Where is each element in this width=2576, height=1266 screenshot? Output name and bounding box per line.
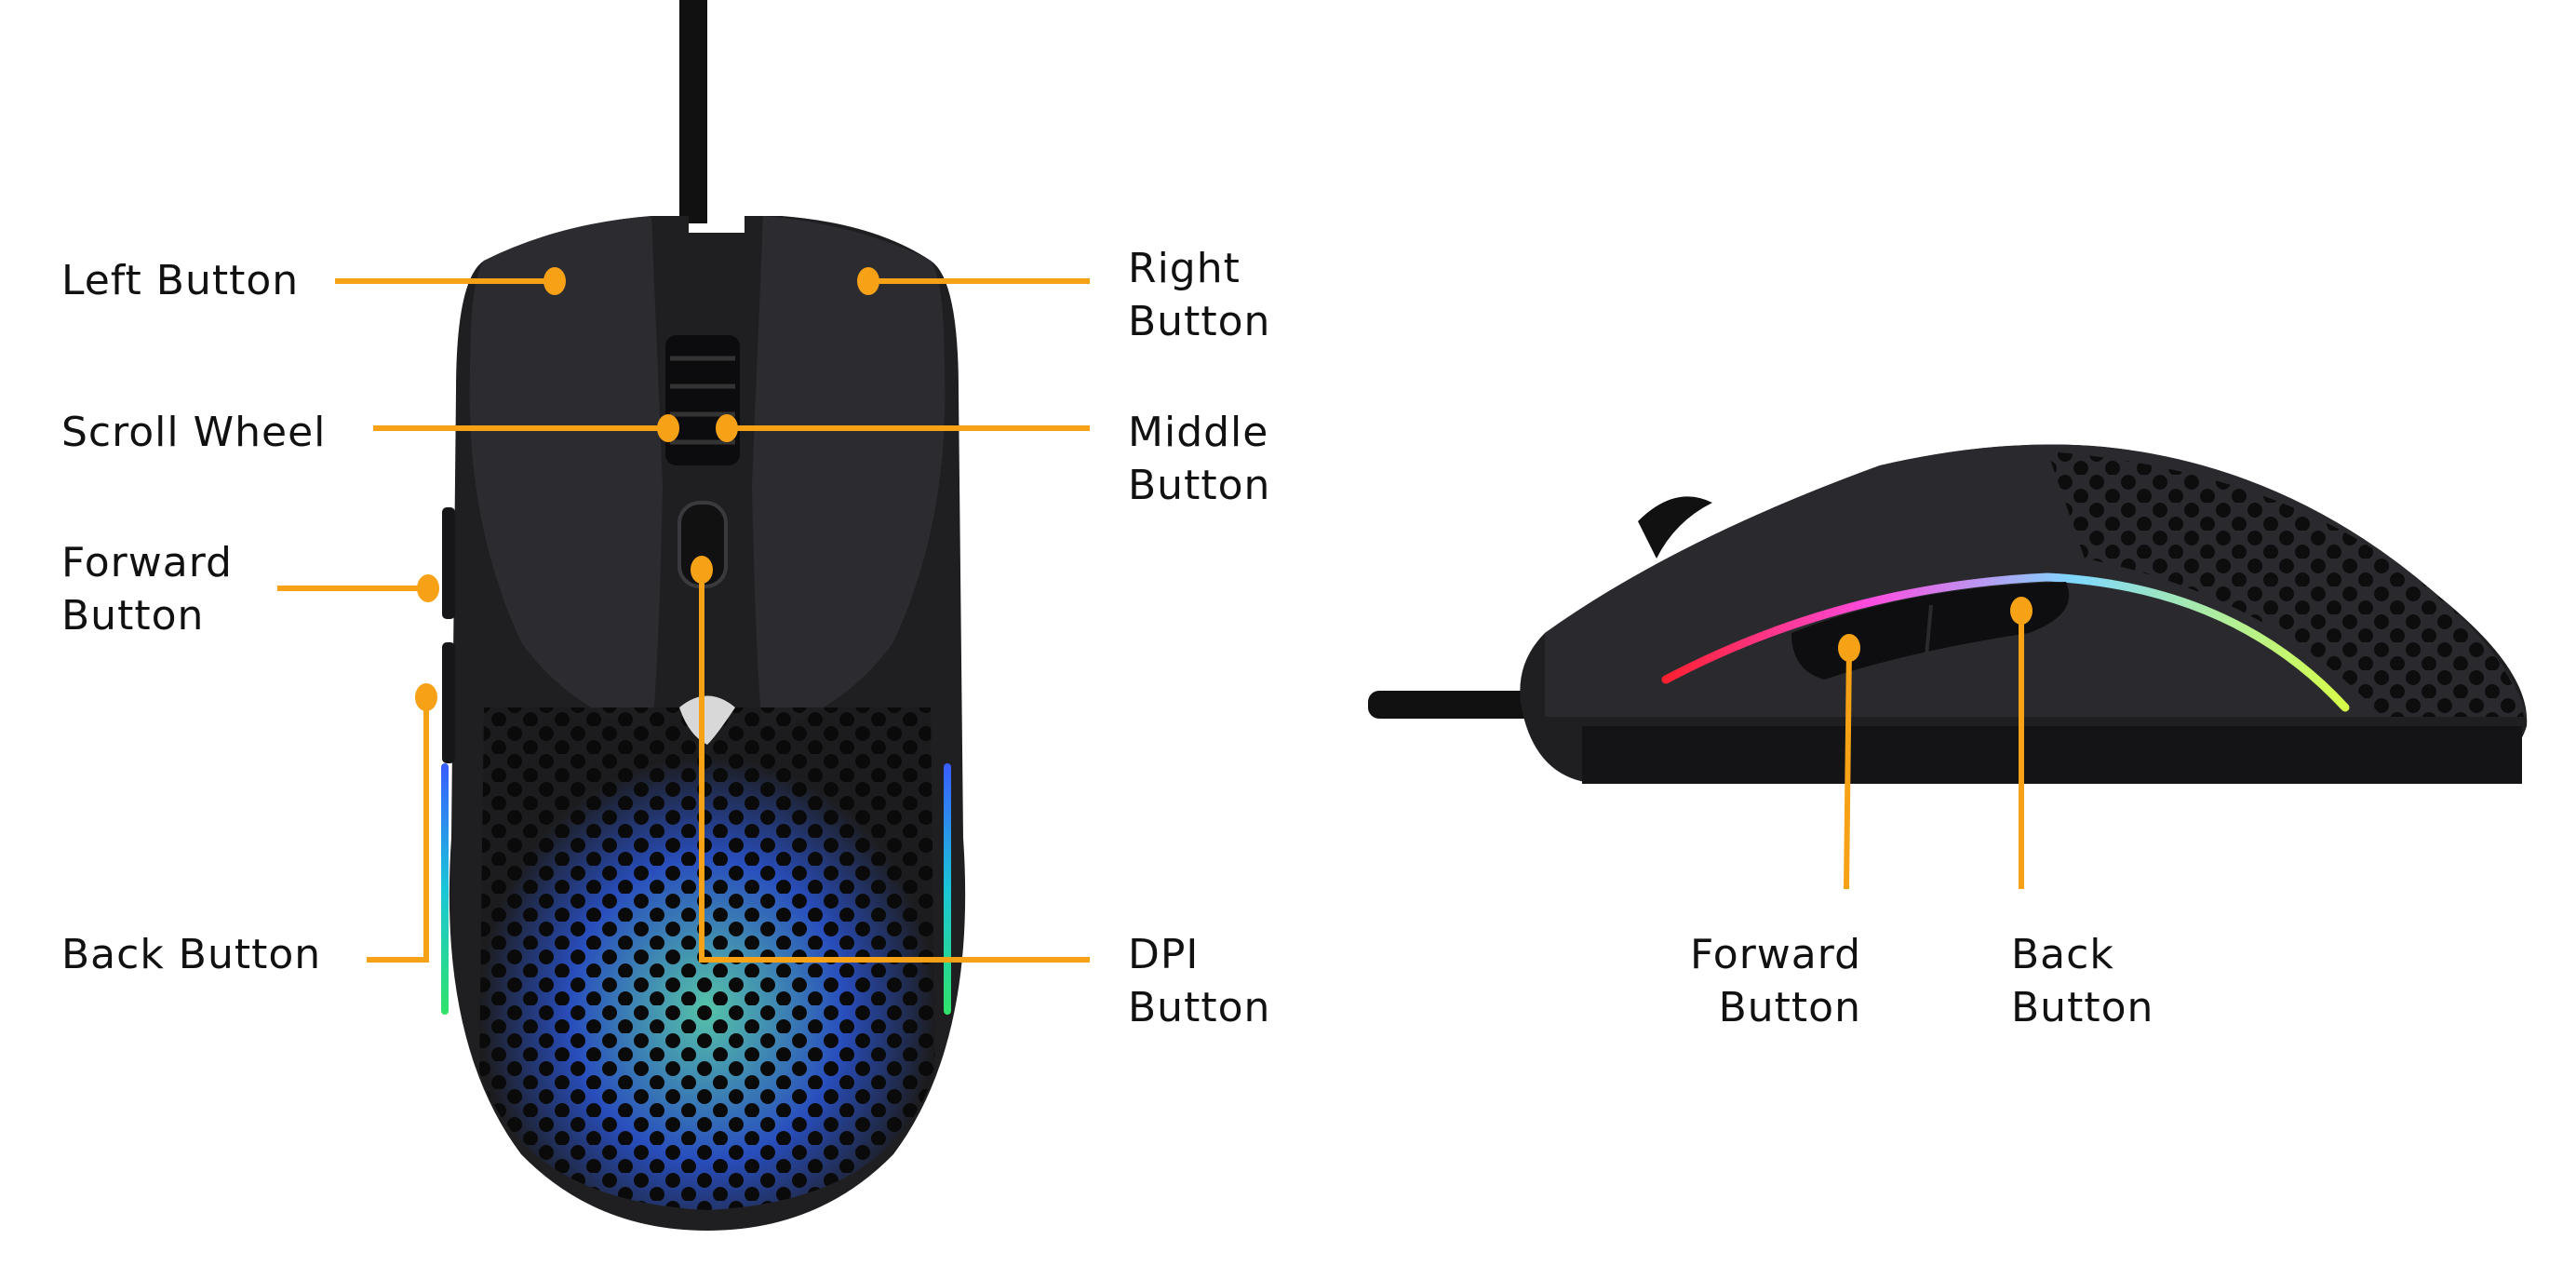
- side-cable: [1368, 691, 1536, 719]
- callout-dots: [415, 267, 2033, 711]
- forward-button-dot: [417, 574, 439, 602]
- logo: [679, 695, 735, 745]
- scroll-wheel-dot: [657, 414, 679, 442]
- label-text: Right: [1128, 245, 1241, 292]
- label-text: Button: [1718, 984, 1861, 1031]
- label-text: Button: [1128, 298, 1271, 345]
- label-text: Middle: [1128, 409, 1269, 456]
- label-scroll-wheel: Scroll Wheel: [61, 406, 326, 459]
- label-back-button: Back Button: [61, 928, 321, 981]
- dpi-button-dot: [691, 556, 713, 584]
- side-back-button-dot: [2010, 597, 2033, 625]
- label-text: Button: [1128, 984, 1271, 1031]
- label-text: Forward: [1690, 931, 1861, 978]
- label-text: Button: [2011, 984, 2154, 1031]
- label-left-button: Left Button: [61, 254, 299, 307]
- label-text: Scroll Wheel: [61, 409, 327, 456]
- label-text: Back Button: [61, 931, 322, 978]
- left-button-dot: [543, 267, 566, 295]
- label-text: Forward: [61, 539, 233, 586]
- label-text: Back: [2011, 931, 2114, 978]
- label-text: DPI: [1128, 931, 1200, 978]
- scroll-wheel: [665, 335, 740, 465]
- label-text: Left Button: [61, 257, 300, 304]
- label-dpi-button: DPI Button: [1128, 928, 1270, 1034]
- side-forward-button-dot: [1838, 634, 1860, 662]
- callout-lines: [277, 278, 2024, 963]
- back-button-dot: [415, 683, 437, 711]
- side-view-mouse: [1368, 444, 2528, 784]
- label-text: Button: [1128, 462, 1271, 509]
- cable: [679, 0, 707, 223]
- middle-button-dot: [716, 414, 738, 442]
- label-text: Button: [61, 592, 205, 640]
- right-button-dot: [857, 267, 879, 295]
